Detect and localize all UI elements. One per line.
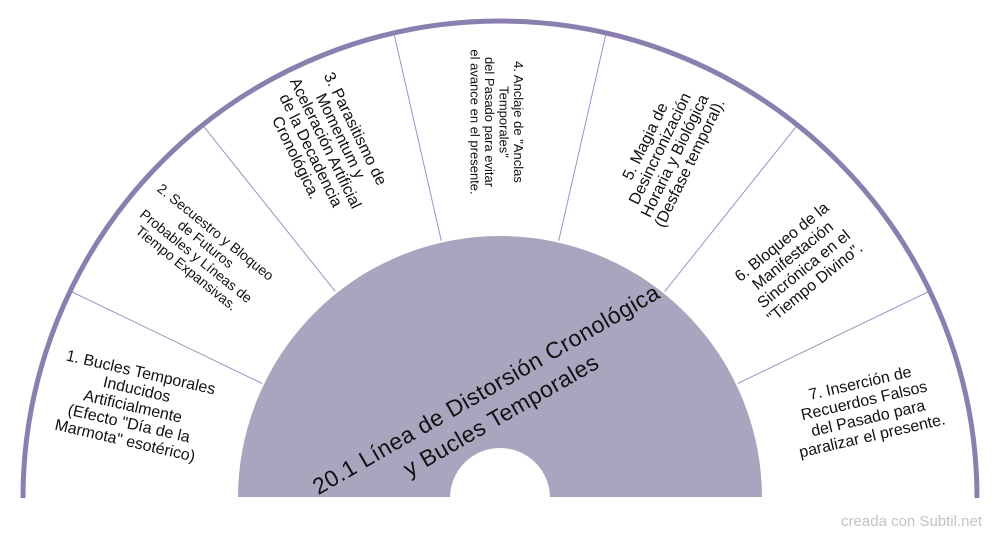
segment-divider bbox=[70, 290, 264, 385]
segment-divider bbox=[663, 124, 798, 293]
segment-4-line-3: del Pasado para evitar bbox=[482, 57, 497, 188]
segment-4-line-2: Temporales" bbox=[497, 86, 512, 158]
segment-4-line-1: 4. Anclaje de "Anclas bbox=[511, 61, 526, 183]
segment-divider bbox=[736, 290, 930, 385]
segment-divider bbox=[393, 32, 442, 242]
segment-4-line-4: el avance en el presente. bbox=[468, 49, 483, 194]
credit-text: creada con Subtil.net bbox=[841, 513, 982, 530]
segment-dividers bbox=[70, 32, 930, 385]
segment-divider bbox=[202, 124, 337, 293]
outer-ring bbox=[20, 18, 980, 499]
segment-divider bbox=[558, 32, 607, 242]
center-hub bbox=[235, 234, 765, 499]
